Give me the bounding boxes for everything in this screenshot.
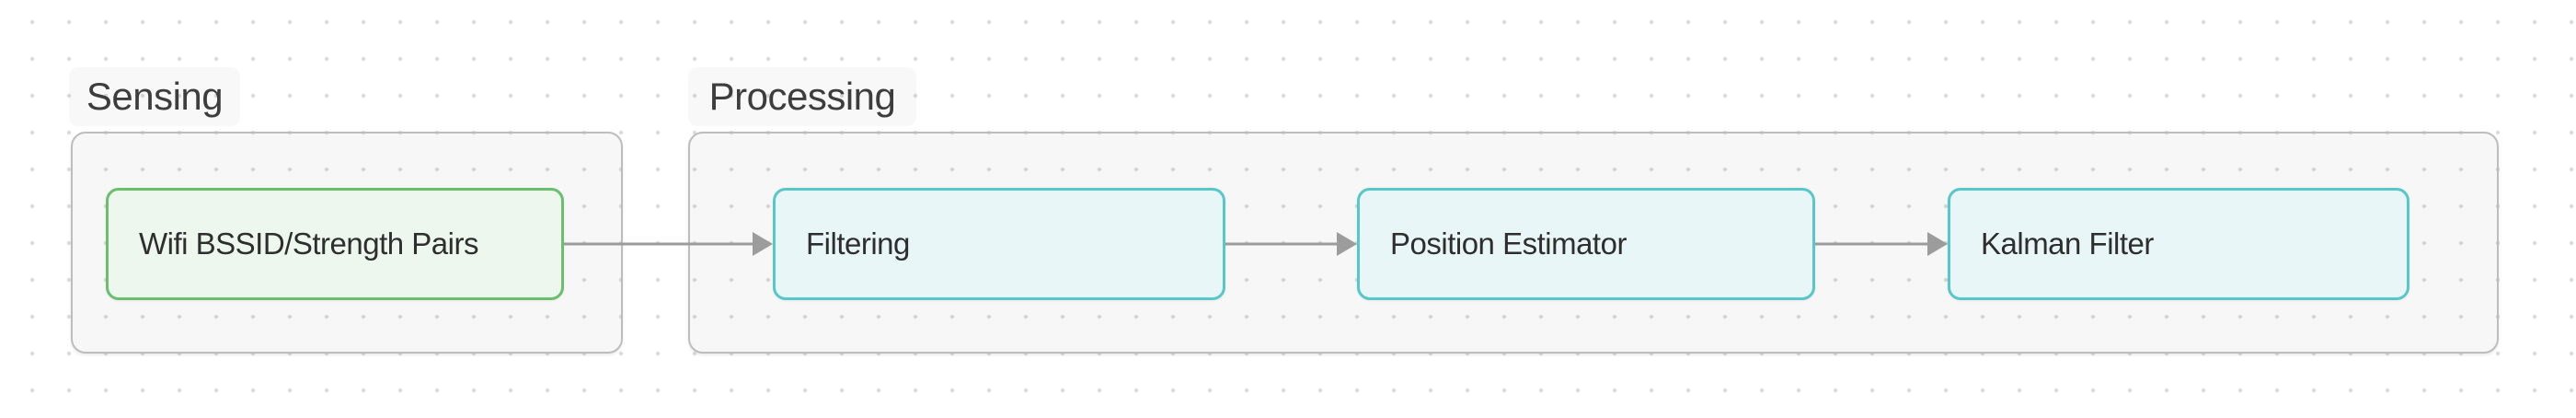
node-label: Position Estimator	[1390, 226, 1627, 261]
node-wifi-bssid-strength-pairs[interactable]: Wifi BSSID/Strength Pairs	[106, 188, 564, 300]
edge-position-estimator-to-kalman-filter[interactable]	[1815, 230, 1948, 258]
group-label-sensing[interactable]: Sensing	[69, 67, 240, 126]
edge-line	[1225, 242, 1340, 246]
edge-filtering-to-position-estimator[interactable]	[1225, 230, 1357, 258]
node-kalman-filter[interactable]: Kalman Filter	[1948, 188, 2409, 300]
arrowhead-icon	[1927, 232, 1948, 256]
arrowhead-icon	[1337, 232, 1357, 256]
node-filtering[interactable]: Filtering	[773, 188, 1225, 300]
node-label: Filtering	[806, 226, 910, 261]
node-label: Wifi BSSID/Strength Pairs	[139, 226, 478, 261]
group-label-processing[interactable]: Processing	[688, 67, 916, 126]
arrowhead-icon	[753, 232, 773, 256]
edge-wifi-to-filtering[interactable]	[564, 230, 773, 258]
node-label: Kalman Filter	[1981, 226, 2154, 261]
edge-line	[1815, 242, 1931, 246]
edge-line	[564, 242, 756, 246]
node-position-estimator[interactable]: Position Estimator	[1357, 188, 1815, 300]
